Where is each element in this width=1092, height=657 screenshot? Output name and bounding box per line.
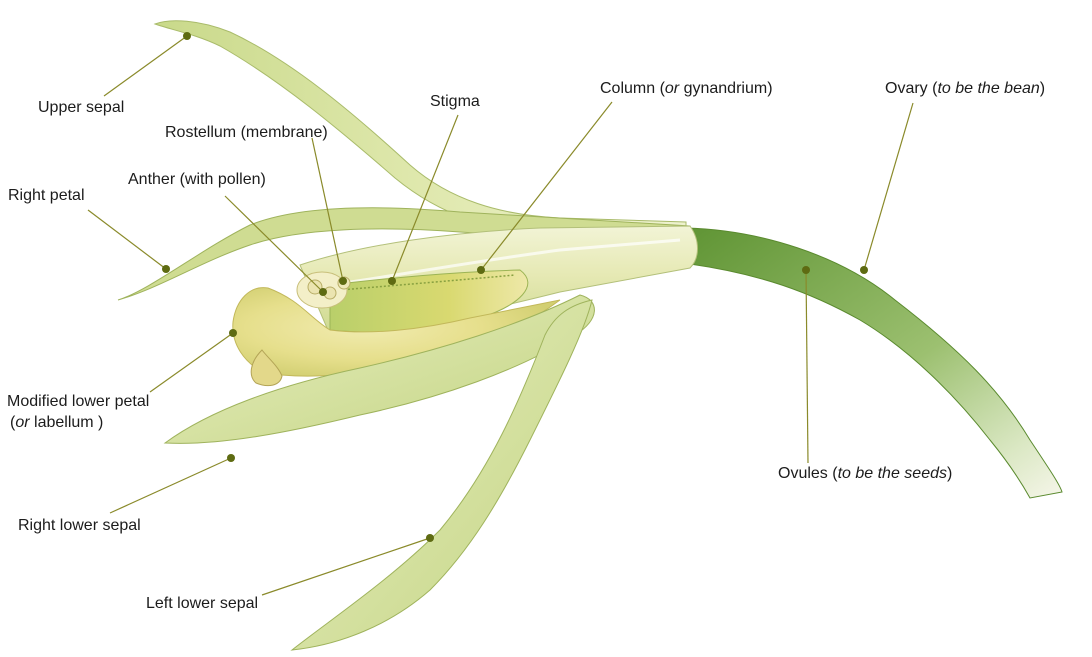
- label-column: Column (or gynandrium): [600, 79, 773, 98]
- ovary-stem: [686, 228, 1062, 498]
- label-ovules: Ovules (to be the seeds): [778, 464, 952, 483]
- label-labellum-text-c: labellum ): [30, 414, 104, 431]
- label-right-petal: Right petal: [8, 186, 85, 205]
- label-ovules-text-b: to be the seeds: [838, 465, 947, 482]
- label-column-text-a: Column (: [600, 80, 665, 97]
- label-ovules-text-c: ): [947, 465, 952, 482]
- label-column-text-b: or: [665, 80, 679, 97]
- label-stigma: Stigma: [430, 92, 480, 111]
- leader-labellum: [150, 333, 233, 392]
- label-left-lower-sepal: Left lower sepal: [146, 594, 258, 613]
- label-ovary: Ovary (to be the bean): [885, 79, 1045, 98]
- label-anther: Anther (with pollen): [128, 170, 266, 189]
- label-labellum-line2: (or labellum ): [10, 413, 103, 432]
- label-column-text-c: gynandrium): [679, 80, 772, 97]
- label-right-lower-sepal: Right lower sepal: [18, 516, 141, 535]
- label-labellum-line1: Modified lower petal: [7, 392, 149, 411]
- label-rostellum: Rostellum (membrane): [165, 123, 328, 142]
- leader-ovary: [864, 103, 913, 270]
- label-ovules-text-a: Ovules (: [778, 465, 838, 482]
- label-ovary-text-c: ): [1040, 80, 1045, 97]
- leader-right-petal: [88, 210, 166, 269]
- leader-right-lower-sepal: [110, 458, 231, 513]
- label-ovary-text-b: to be the bean: [937, 80, 1039, 97]
- label-labellum-text-b: or: [15, 414, 29, 431]
- leader-ovules: [806, 270, 808, 463]
- leader-upper-sepal: [104, 36, 187, 96]
- label-ovary-text-a: Ovary (: [885, 80, 937, 97]
- label-upper-sepal: Upper sepal: [38, 98, 124, 117]
